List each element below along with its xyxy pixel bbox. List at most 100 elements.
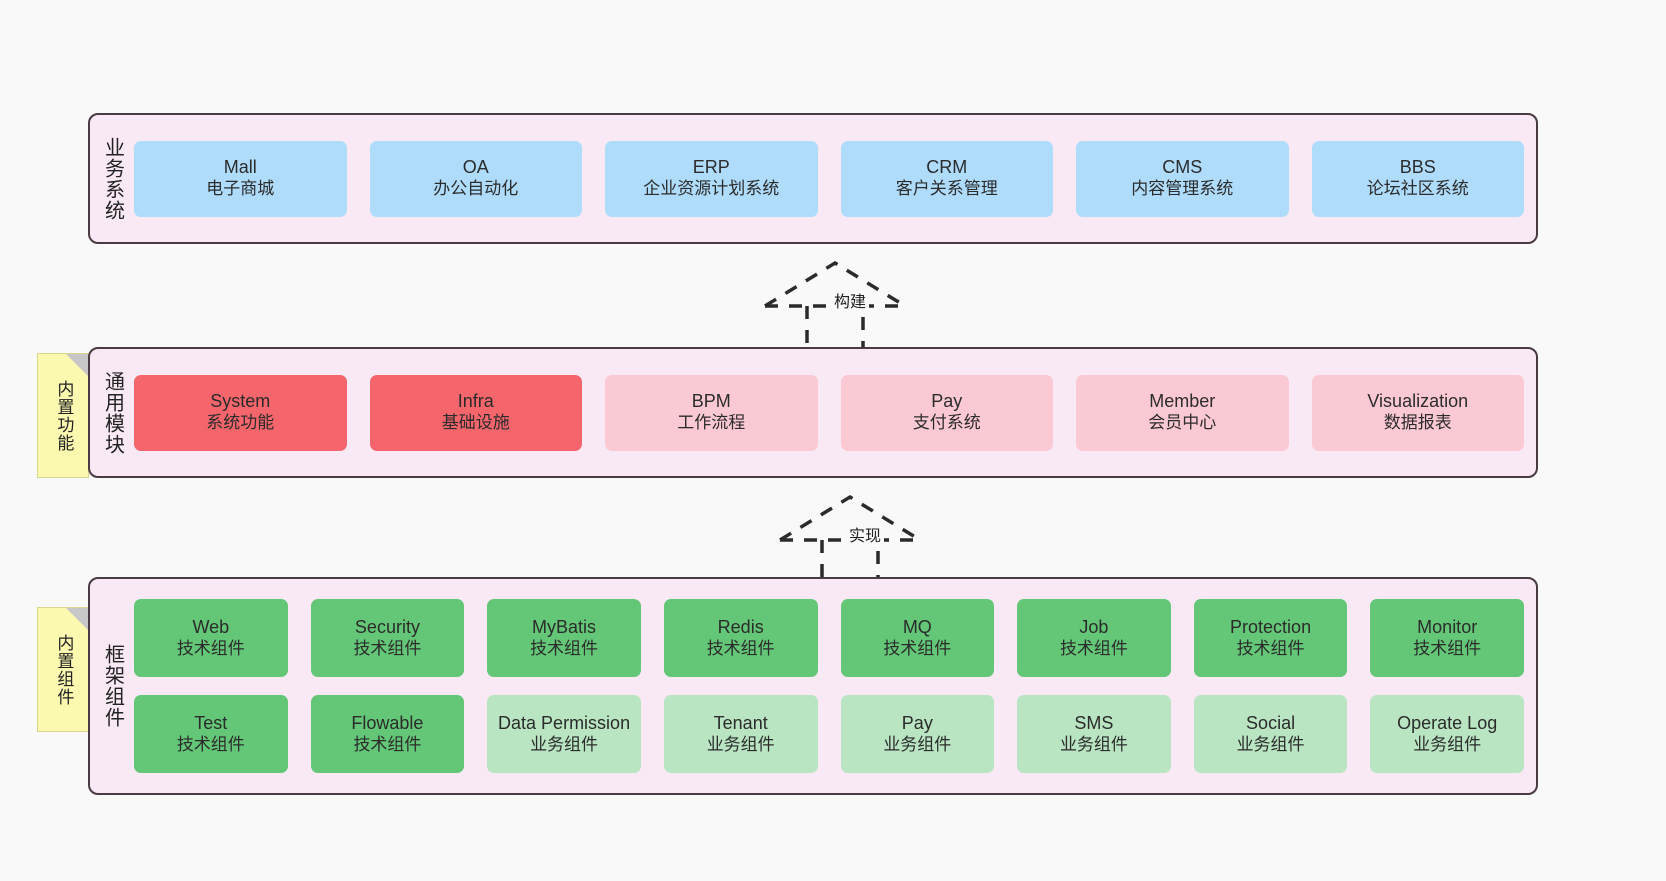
card-title-cn: 论坛社区系统 — [1366, 179, 1469, 199]
card-visualization[interactable]: Visualization 数据报表 — [1311, 374, 1524, 451]
card-title-en: Security — [354, 616, 420, 637]
card-title-cn: 技术组件 — [706, 638, 775, 658]
card-title-cn: 客户关系管理 — [895, 179, 998, 199]
card-title-en: Operate Log — [1397, 712, 1498, 733]
card-title-cn: 技术组件 — [883, 638, 952, 658]
card-test[interactable]: Test 技术组件 — [134, 695, 288, 773]
card-title-en: Test — [194, 712, 228, 733]
card-pay-business[interactable]: Pay 业务组件 — [840, 695, 995, 773]
layer-body-business-system: Mall 电子商城 OA 办公自动化 ERP 企业资源计划系统 CRM 客户关系… — [134, 115, 1536, 242]
card-tenant[interactable]: Tenant 业务组件 — [663, 695, 818, 773]
card-title-en: BPM — [691, 391, 731, 412]
card-web[interactable]: Web 技术组件 — [134, 599, 288, 677]
card-title-en: CRM — [926, 157, 968, 178]
card-job[interactable]: Job 技术组件 — [1017, 599, 1171, 677]
card-title-en: Mall — [223, 157, 257, 178]
card-cms[interactable]: CMS 内容管理系统 — [1076, 140, 1289, 217]
card-title-cn: 业务组件 — [706, 734, 775, 754]
card-security[interactable]: Security 技术组件 — [310, 599, 465, 677]
sticky-note-builtin-components: 内置组件 — [37, 607, 89, 732]
card-title-en: Flowable — [351, 712, 424, 733]
card-title-cn: 基础设施 — [441, 413, 510, 433]
layer-body-framework-components: Web 技术组件 Security 技术组件 MyBatis 技术组件 Redi… — [134, 579, 1536, 793]
card-protection[interactable]: Protection 技术组件 — [1193, 599, 1348, 677]
card-member[interactable]: Member 会员中心 — [1076, 374, 1289, 451]
card-title-en: Job — [1079, 616, 1109, 637]
card-title-en: Web — [192, 616, 230, 637]
card-title-cn: 技术组件 — [353, 638, 422, 658]
card-title-en: ERP — [692, 157, 730, 178]
card-title-en: SMS — [1074, 712, 1114, 733]
card-crm[interactable]: CRM 客户关系管理 — [840, 140, 1053, 217]
layer-title-common-modules: 通用模块 — [101, 370, 124, 455]
card-social[interactable]: Social 业务组件 — [1193, 695, 1348, 773]
card-title-cn: 技术组件 — [176, 638, 245, 658]
card-title-cn: 内容管理系统 — [1131, 179, 1234, 199]
layer-title-framework-components: 框架组件 — [101, 644, 124, 728]
card-infra[interactable]: Infra 基础设施 — [369, 374, 582, 451]
card-row: Web 技术组件 Security 技术组件 MyBatis 技术组件 Redi… — [134, 599, 1524, 677]
card-title-en: Monitor — [1417, 616, 1478, 637]
card-title-en: BBS — [1399, 157, 1436, 178]
card-operate-log[interactable]: Operate Log 业务组件 — [1370, 695, 1524, 773]
card-row: System 系统功能 Infra 基础设施 BPM 工作流程 Pay 支付系统… — [134, 374, 1524, 451]
card-redis[interactable]: Redis 技术组件 — [663, 599, 818, 677]
card-title-en: CMS — [1162, 157, 1203, 178]
card-bbs[interactable]: BBS 论坛社区系统 — [1311, 140, 1524, 217]
card-title-cn: 业务组件 — [1236, 734, 1305, 754]
card-title-cn: 工作流程 — [677, 413, 746, 433]
card-title-en: Protection — [1230, 616, 1312, 637]
card-title-en: Data Permission — [498, 712, 631, 733]
card-title-en: Visualization — [1367, 391, 1469, 412]
card-title-en: OA — [462, 157, 489, 178]
layer-title-business-system: 业务系统 — [101, 136, 124, 221]
card-title-en: Pay — [931, 391, 963, 412]
card-title-cn: 技术组件 — [1059, 638, 1128, 658]
card-mq[interactable]: MQ 技术组件 — [840, 599, 995, 677]
card-title-cn: 数据报表 — [1383, 413, 1452, 433]
card-title-cn: 业务组件 — [883, 734, 952, 754]
card-title-en: Pay — [901, 712, 933, 733]
card-title-cn: 办公自动化 — [433, 179, 519, 199]
connector-build: 构建 — [760, 258, 940, 358]
card-title-cn: 业务组件 — [530, 734, 599, 754]
card-system[interactable]: System 系统功能 — [134, 374, 347, 451]
connector-label-implement: 实现 — [845, 522, 885, 546]
card-flowable[interactable]: Flowable 技术组件 — [310, 695, 465, 773]
folded-corner-icon — [66, 608, 88, 630]
card-monitor[interactable]: Monitor 技术组件 — [1370, 599, 1524, 677]
card-oa[interactable]: OA 办公自动化 — [369, 140, 582, 217]
card-title-en: Social — [1246, 712, 1296, 733]
sticky-note-text: 内置组件 — [54, 633, 74, 706]
card-bpm[interactable]: BPM 工作流程 — [605, 374, 818, 451]
card-title-cn: 系统功能 — [206, 413, 275, 433]
card-mybatis[interactable]: MyBatis 技术组件 — [487, 599, 641, 677]
card-title-en: Member — [1149, 391, 1216, 412]
card-mall[interactable]: Mall 电子商城 — [134, 140, 347, 217]
card-title-cn: 技术组件 — [353, 734, 422, 754]
card-title-en: Infra — [457, 391, 494, 412]
sticky-note-text: 内置功能 — [54, 379, 74, 452]
layer-framework-components[interactable]: 框架组件 Web 技术组件 Security 技术组件 MyBatis 技术组件… — [88, 577, 1538, 795]
card-erp[interactable]: ERP 企业资源计划系统 — [605, 140, 818, 217]
card-data-permission[interactable]: Data Permission 业务组件 — [487, 695, 641, 773]
card-sms[interactable]: SMS 业务组件 — [1017, 695, 1171, 773]
card-title-cn: 技术组件 — [1236, 638, 1305, 658]
layer-common-modules[interactable]: 通用模块 System 系统功能 Infra 基础设施 BPM 工作流程 Pay… — [88, 347, 1538, 478]
card-title-en: Redis — [717, 616, 764, 637]
card-title-en: MQ — [902, 616, 932, 637]
card-title-cn: 技术组件 — [1413, 638, 1482, 658]
connector-label-build: 构建 — [830, 288, 870, 312]
sticky-note-builtin-features: 内置功能 — [37, 353, 89, 478]
layer-body-common-modules: System 系统功能 Infra 基础设施 BPM 工作流程 Pay 支付系统… — [134, 349, 1536, 476]
folded-corner-icon — [66, 354, 88, 376]
card-title-cn: 支付系统 — [912, 413, 981, 433]
card-pay[interactable]: Pay 支付系统 — [840, 374, 1053, 451]
layer-business-system[interactable]: 业务系统 Mall 电子商城 OA 办公自动化 ERP 企业资源计划系统 CRM… — [88, 113, 1538, 244]
card-title-cn: 企业资源计划系统 — [643, 179, 780, 199]
card-title-en: Tenant — [713, 712, 768, 733]
card-row: Test 技术组件 Flowable 技术组件 Data Permission … — [134, 695, 1524, 773]
card-title-en: MyBatis — [532, 616, 597, 637]
card-title-cn: 会员中心 — [1148, 413, 1217, 433]
